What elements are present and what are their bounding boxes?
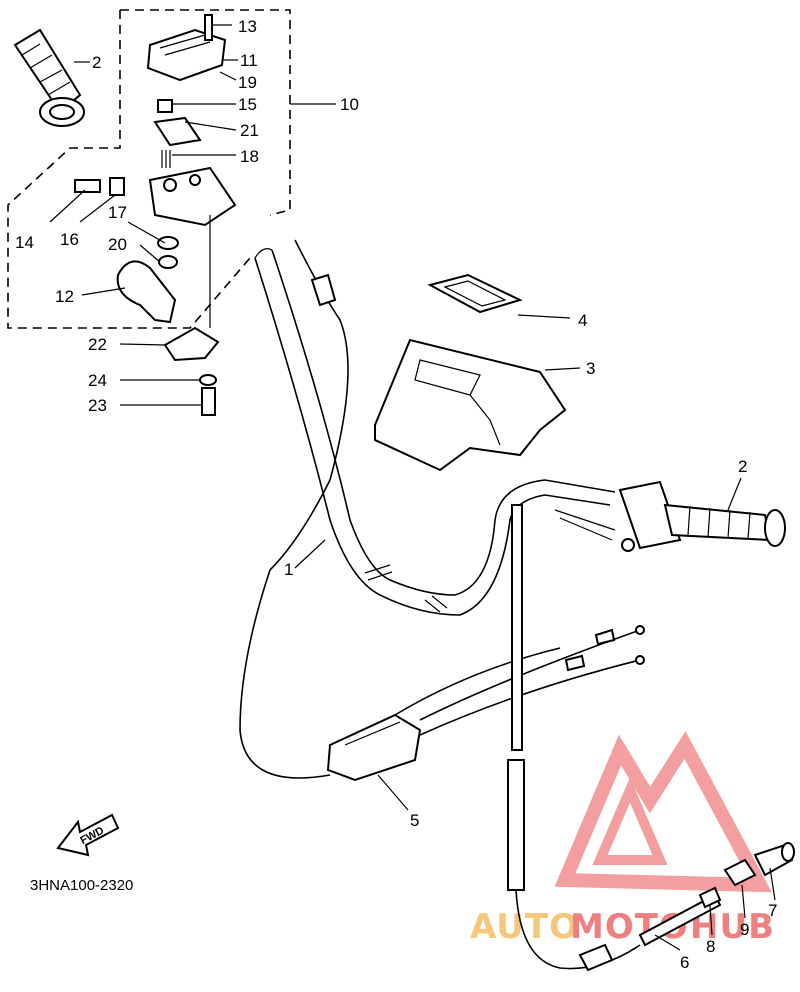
label-4: 4 — [578, 311, 587, 330]
label-20: 20 — [108, 235, 127, 254]
label-17: 17 — [108, 203, 127, 222]
label-11: 11 — [240, 51, 258, 70]
brake-cable — [507, 504, 641, 972]
label-21: 21 — [240, 121, 259, 140]
label-24: 24 — [88, 371, 107, 390]
part-labels: 2 13 11 19 15 10 21 18 17 14 16 20 12 22… — [15, 17, 777, 972]
label-6: 6 — [680, 953, 689, 972]
throttle-lever — [116, 236, 179, 324]
fwd-arrow — [56, 813, 120, 857]
watermark-text-a: AUTO — [470, 907, 579, 947]
label-2-right: 2 — [738, 457, 747, 476]
cover-3 — [374, 338, 567, 472]
adjuster-parts — [638, 842, 795, 947]
label-7: 7 — [768, 901, 777, 920]
assembly-box-10 — [7, 9, 291, 329]
label-19: 19 — [238, 73, 257, 92]
fwd-label: FWD — [78, 825, 106, 847]
left-grip — [13, 28, 85, 127]
label-2-left: 2 — [92, 53, 101, 72]
throttle-cable — [239, 239, 349, 779]
right-grip — [554, 480, 786, 552]
cable-junction-5 — [326, 625, 645, 782]
throttle-housing — [146, 14, 237, 227]
label-23: 23 — [88, 396, 107, 415]
gasket-4 — [427, 273, 523, 314]
clamp-bolt — [163, 215, 220, 416]
label-15: 15 — [238, 95, 257, 114]
label-3: 3 — [586, 359, 595, 378]
label-1: 1 — [284, 560, 293, 579]
screw-14-16 — [74, 177, 125, 196]
watermark-logo — [554, 731, 772, 893]
label-14: 14 — [15, 233, 34, 252]
label-22: 22 — [88, 335, 107, 354]
label-12: 12 — [55, 287, 74, 306]
leader-lines — [49, 24, 776, 951]
label-9: 9 — [740, 920, 749, 939]
label-5: 5 — [410, 811, 419, 830]
label-18: 18 — [240, 147, 259, 166]
label-13: 13 — [238, 17, 257, 36]
label-8: 8 — [706, 937, 715, 956]
label-16: 16 — [60, 230, 79, 249]
handlebar — [254, 248, 616, 616]
drawing-code: 3HNA100-2320 — [30, 877, 133, 894]
label-10: 10 — [340, 95, 359, 114]
